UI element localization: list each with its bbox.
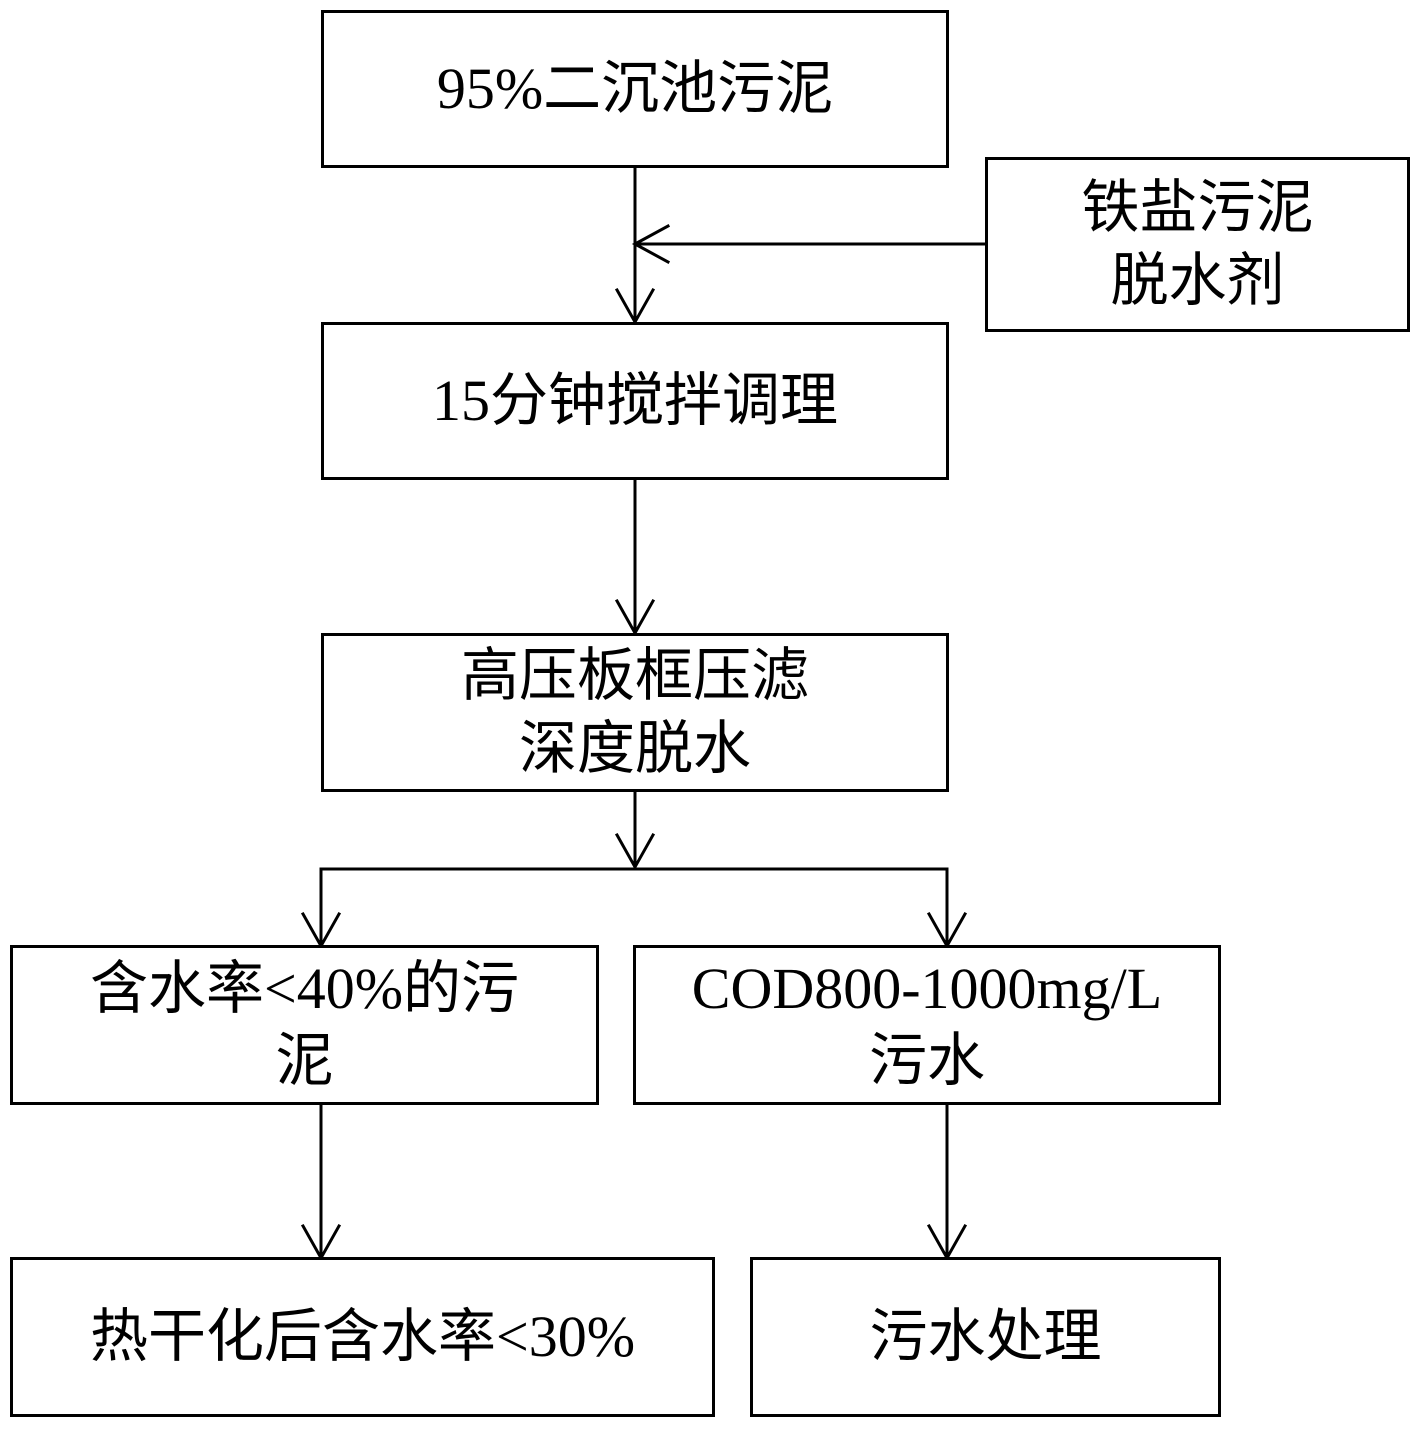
press-filtration-line1: 高压板框压滤 <box>460 643 809 708</box>
sludge-output-line2: 泥 <box>275 1028 334 1093</box>
arrowhead-agent-feed <box>631 223 671 265</box>
press-filtration-box: 高压板框压滤 深度脱水 <box>321 633 949 792</box>
dewatering-agent-box: 铁盐污泥 脱水剂 <box>985 157 1410 332</box>
wastewater-treatment-box: 污水处理 <box>750 1257 1221 1417</box>
dewatering-agent-line2: 脱水剂 <box>1110 247 1285 313</box>
wastewater-output-box: COD800-1000mg/L 污水 <box>633 945 1221 1105</box>
sludge-output-line1: 含水率<40%的污 <box>89 955 520 1021</box>
conditioning-box: 15分钟搅拌调理 <box>321 322 949 480</box>
conditioning-label: 15分钟搅拌调理 <box>431 367 838 433</box>
dewatering-agent-line1: 铁盐污泥 <box>1081 175 1314 240</box>
thermal-drying-label: 热干化后含水率<30% <box>89 1303 636 1369</box>
wastewater-output-line1: COD800-1000mg/L <box>691 955 1163 1021</box>
wastewater-output-line2: 污水 <box>868 1028 985 1093</box>
wastewater-treatment-label: 污水处理 <box>869 1303 1102 1369</box>
sludge-input-label: 95%二沉池污泥 <box>436 55 834 121</box>
sludge-output-box: 含水率<40%的污 泥 <box>10 945 599 1105</box>
arrowhead-press-to-split <box>614 832 656 871</box>
sludge-input-box: 95%二沉池污泥 <box>321 10 949 168</box>
press-filtration-line2: 深度脱水 <box>518 715 751 781</box>
thermal-drying-box: 热干化后含水率<30% <box>10 1257 715 1417</box>
